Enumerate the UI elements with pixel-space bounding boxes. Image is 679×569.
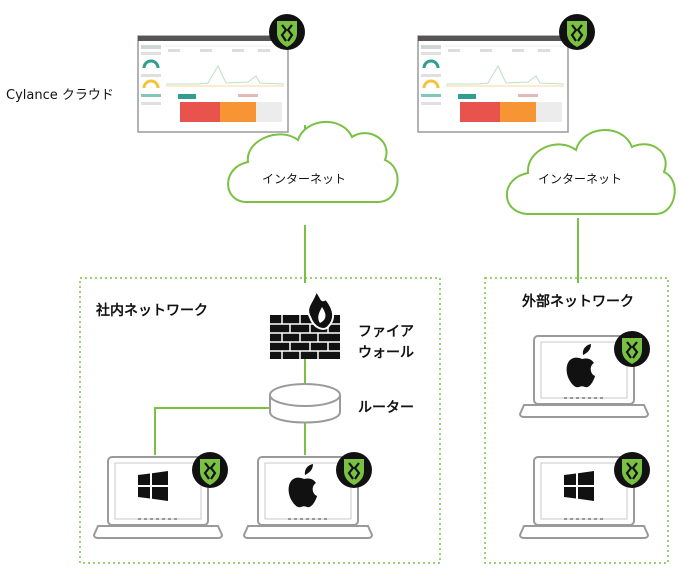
router-icon <box>269 383 341 424</box>
cloud-icon <box>505 129 676 215</box>
shield-icon <box>190 450 230 490</box>
firewall-icon <box>270 288 340 359</box>
firewall-label: ファイア <box>358 324 414 340</box>
router-to-windows-line <box>154 407 270 455</box>
cloud-icon <box>227 121 399 203</box>
shield-icon <box>334 450 374 490</box>
router-label: ルーター <box>358 400 414 416</box>
cloud-dashboard-right <box>416 34 570 134</box>
shield-icon <box>612 450 652 490</box>
internet-label-left: インターネット <box>262 172 347 186</box>
internet-label-right: インターネット <box>538 172 623 186</box>
shield-icon <box>612 329 652 369</box>
connector-lines <box>154 125 579 455</box>
firewall-label-line2: ウォール <box>358 345 414 361</box>
external-network-boundary <box>484 277 669 564</box>
internal-network-label: 社内ネットワーク <box>96 303 208 319</box>
shield-icon <box>557 12 597 52</box>
internal-network-boundary <box>79 277 441 564</box>
shield-icon <box>267 12 307 52</box>
external-network-label: 外部ネットワーク <box>522 294 634 310</box>
cloud-dashboard-left <box>136 34 290 134</box>
cylance-cloud-label: Cylance クラウド <box>6 88 114 103</box>
